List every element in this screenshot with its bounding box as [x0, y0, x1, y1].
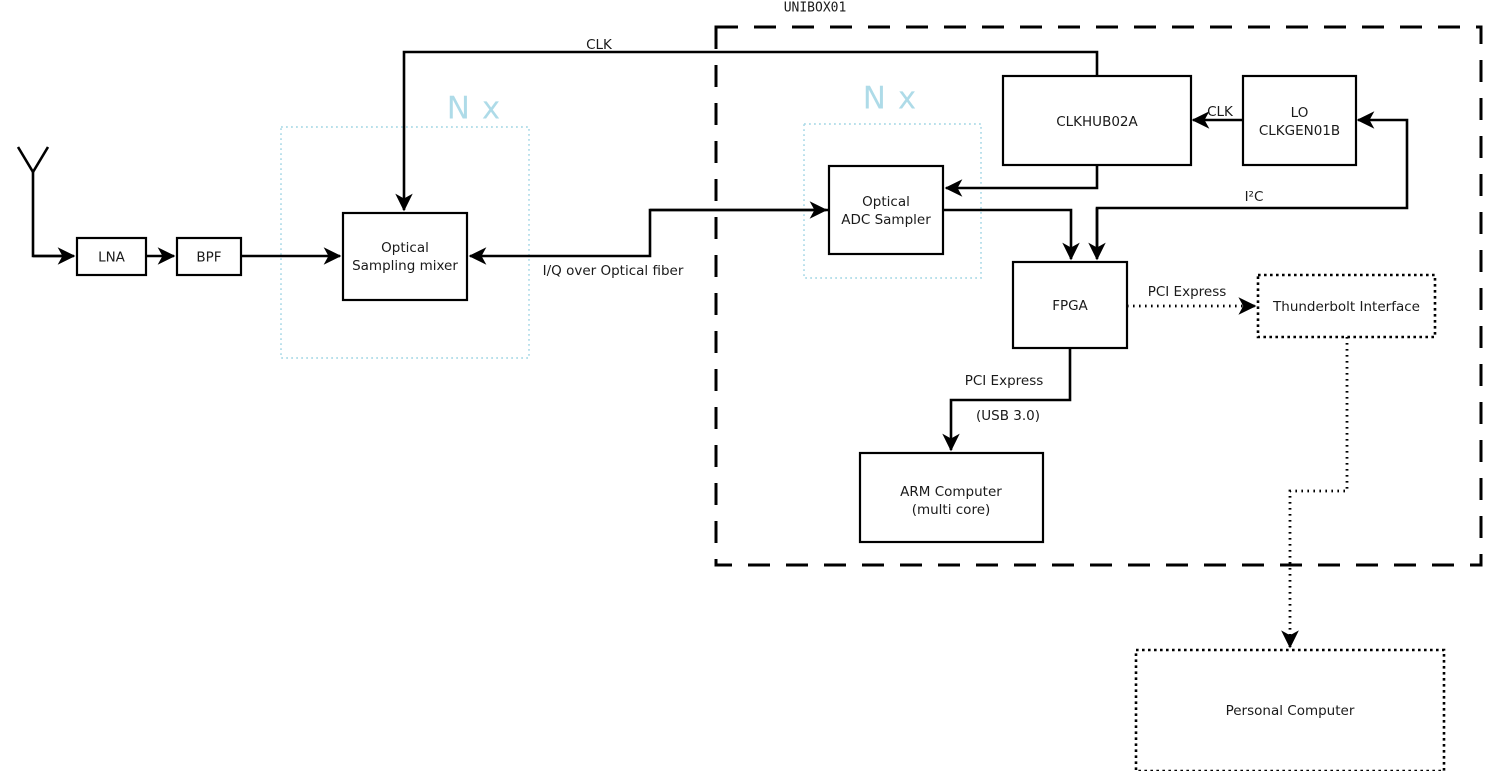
wire-iq-optical-fiber — [468, 208, 829, 265]
wire-fpga-to-arm — [942, 348, 1072, 452]
nx-digital-label: N x — [863, 81, 917, 117]
wire-thunderbolt-to-pc — [1281, 337, 1349, 649]
block-personal-computer-label: Personal Computer — [1226, 703, 1355, 719]
wire-label-clk-lo: CLK — [1207, 104, 1234, 120]
block-lo-label-line1: LO — [1291, 105, 1309, 121]
block-lo-clkgen01b[interactable]: LO CLKGEN01B — [1241, 74, 1358, 167]
block-clkhub02a[interactable]: CLKHUB02A — [1001, 74, 1193, 167]
block-optical-adc-sampler[interactable]: Optical ADC Sampler — [827, 164, 945, 256]
block-arm-label-line1: ARM Computer — [900, 484, 1002, 500]
wire-label-pcie-arm: PCI Express — [965, 373, 1044, 389]
wire-label-i2c: I²C — [1245, 189, 1264, 205]
wire-label-pcie-thunderbolt: PCI Express — [1148, 284, 1227, 300]
wire-clkhub-to-adc — [944, 165, 1099, 197]
unibox01-enclosure — [714, 25, 1483, 567]
block-bpf-label: BPF — [196, 250, 221, 266]
block-adc-label-line2: ADC Sampler — [841, 212, 931, 228]
block-arm-computer[interactable]: ARM Computer (multi core) — [858, 451, 1045, 544]
wire-clk-to-mixer — [395, 50, 1099, 212]
wire-label-clk-top: CLK — [586, 37, 613, 53]
block-mixer-label-line2: Sampling mixer — [352, 258, 458, 274]
unibox01-label: UNIBOX01 — [784, 1, 847, 16]
block-bpf[interactable]: BPF — [175, 236, 243, 277]
nx-digital-group-box — [803, 123, 982, 279]
wire-label-iq-fiber: I/Q over Optical fiber — [543, 263, 684, 279]
block-adc-label-line1: Optical — [862, 194, 910, 210]
block-mixer-label-line1: Optical — [381, 240, 429, 256]
antenna-icon — [16, 146, 69, 258]
block-thunderbolt-interface[interactable]: Thunderbolt Interface — [1256, 273, 1437, 339]
block-personal-computer[interactable]: Personal Computer — [1134, 648, 1446, 771]
wire-label-usb3: (USB 3.0) — [976, 408, 1040, 424]
block-lna-label: LNA — [98, 250, 126, 266]
nx-analog-label: N x — [447, 91, 501, 127]
block-lo-label-line2: CLKGEN01B — [1259, 123, 1340, 139]
block-lna[interactable]: LNA — [75, 236, 148, 277]
block-thunderbolt-label: Thunderbolt Interface — [1272, 299, 1420, 315]
block-fpga-label: FPGA — [1052, 298, 1088, 314]
block-fpga[interactable]: FPGA — [1011, 260, 1129, 350]
block-clkhub02a-label: CLKHUB02A — [1056, 114, 1138, 130]
wire-adc-to-fpga — [943, 208, 1080, 261]
block-optical-sampling-mixer[interactable]: Optical Sampling mixer — [341, 211, 469, 302]
block-arm-label-line2: (multi core) — [912, 502, 991, 518]
